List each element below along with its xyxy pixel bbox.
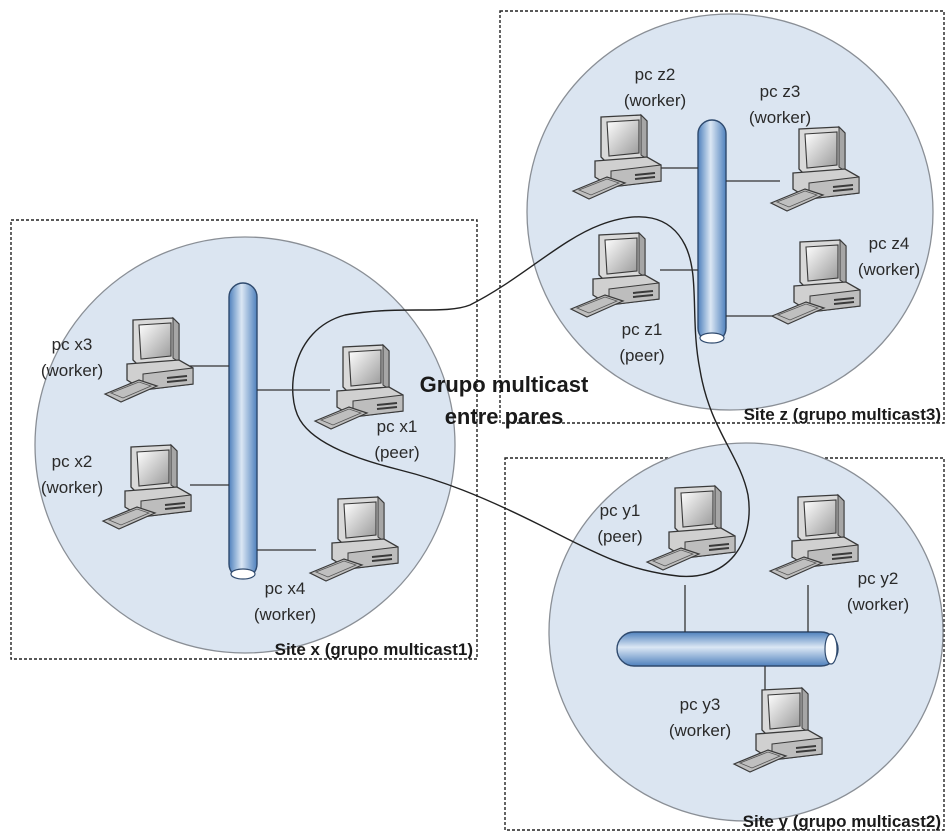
site-z-circle [526,13,934,411]
pc-z2-role: (worker) [624,91,686,110]
pc-y1-name: pc y1 [600,501,641,520]
pc-y3-role: (worker) [669,721,731,740]
site-z-label: Site z (grupo multicast3) [744,405,941,424]
site-y-frame [504,457,945,831]
pc-z3-role: (worker) [749,108,811,127]
bus-site-z [697,119,727,344]
pc-x4-name: pc x4 [265,579,306,598]
pc-y2-role: (worker) [847,595,909,614]
site-z-frame [499,10,945,424]
pc-x1-role: (peer) [374,443,419,462]
pc-z1-name: pc z1 [622,320,663,339]
pc-y2-name: pc y2 [858,569,899,588]
site-x-label: Site x (grupo multicast1) [275,640,473,659]
group-label-line1: Grupo multicast [420,372,589,397]
pc-y1-role: (peer) [597,527,642,546]
pc-y3-name: pc y3 [680,695,721,714]
pc-z4-role: (worker) [858,260,920,279]
bus-site-y [616,631,839,667]
pc-z1-role: (peer) [619,346,664,365]
pc-x3-name: pc x3 [52,335,93,354]
pc-x4-role: (worker) [254,605,316,624]
pc-x3-role: (worker) [41,361,103,380]
pc-z2-name: pc z2 [635,65,676,84]
pc-x2-role: (worker) [41,478,103,497]
pc-x1-name: pc x1 [377,417,418,436]
pc-x2-name: pc x2 [52,452,93,471]
bus-site-x [228,282,258,580]
peer-group-outline [292,216,750,578]
group-label-line2: entre pares [445,404,564,429]
pc-z3-name: pc z3 [760,82,801,101]
site-y-label: Site y (grupo multicast2) [743,812,941,831]
pc-z4-name: pc z4 [869,234,910,253]
site-x-frame [10,219,478,660]
